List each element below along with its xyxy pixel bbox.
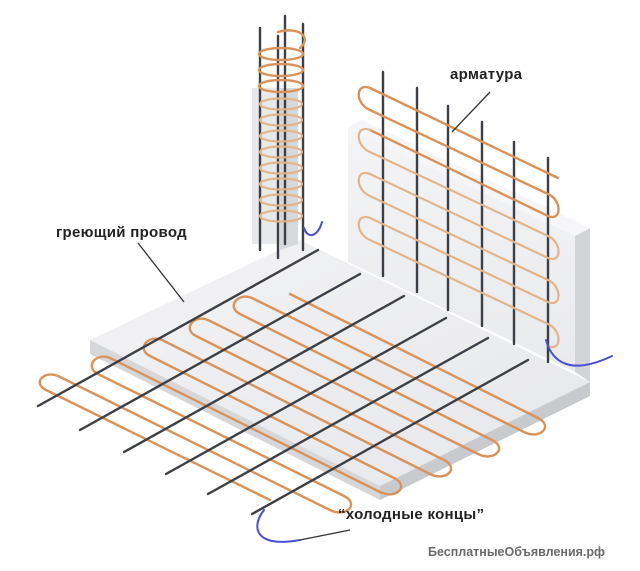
watermark: БесплатныеОбъявления.рф bbox=[428, 545, 605, 559]
label-heating-wire: греющий провод bbox=[56, 224, 187, 241]
slab-rebars bbox=[36, 248, 530, 516]
rebar-leader-line bbox=[451, 91, 491, 133]
cold-ends-leader-line bbox=[299, 529, 351, 541]
column-cold-end bbox=[303, 221, 323, 237]
slab-cold-end bbox=[256, 509, 301, 543]
heating-wire-leader-line bbox=[137, 242, 185, 303]
column-heating-wire bbox=[257, 29, 323, 237]
wall-heating-wire bbox=[357, 85, 613, 367]
label-rebar: арматура bbox=[450, 66, 523, 83]
label-cold-ends: “холодные концы” bbox=[338, 506, 485, 523]
slab-heating-wire bbox=[38, 292, 547, 514]
wall-cold-end bbox=[545, 339, 613, 367]
